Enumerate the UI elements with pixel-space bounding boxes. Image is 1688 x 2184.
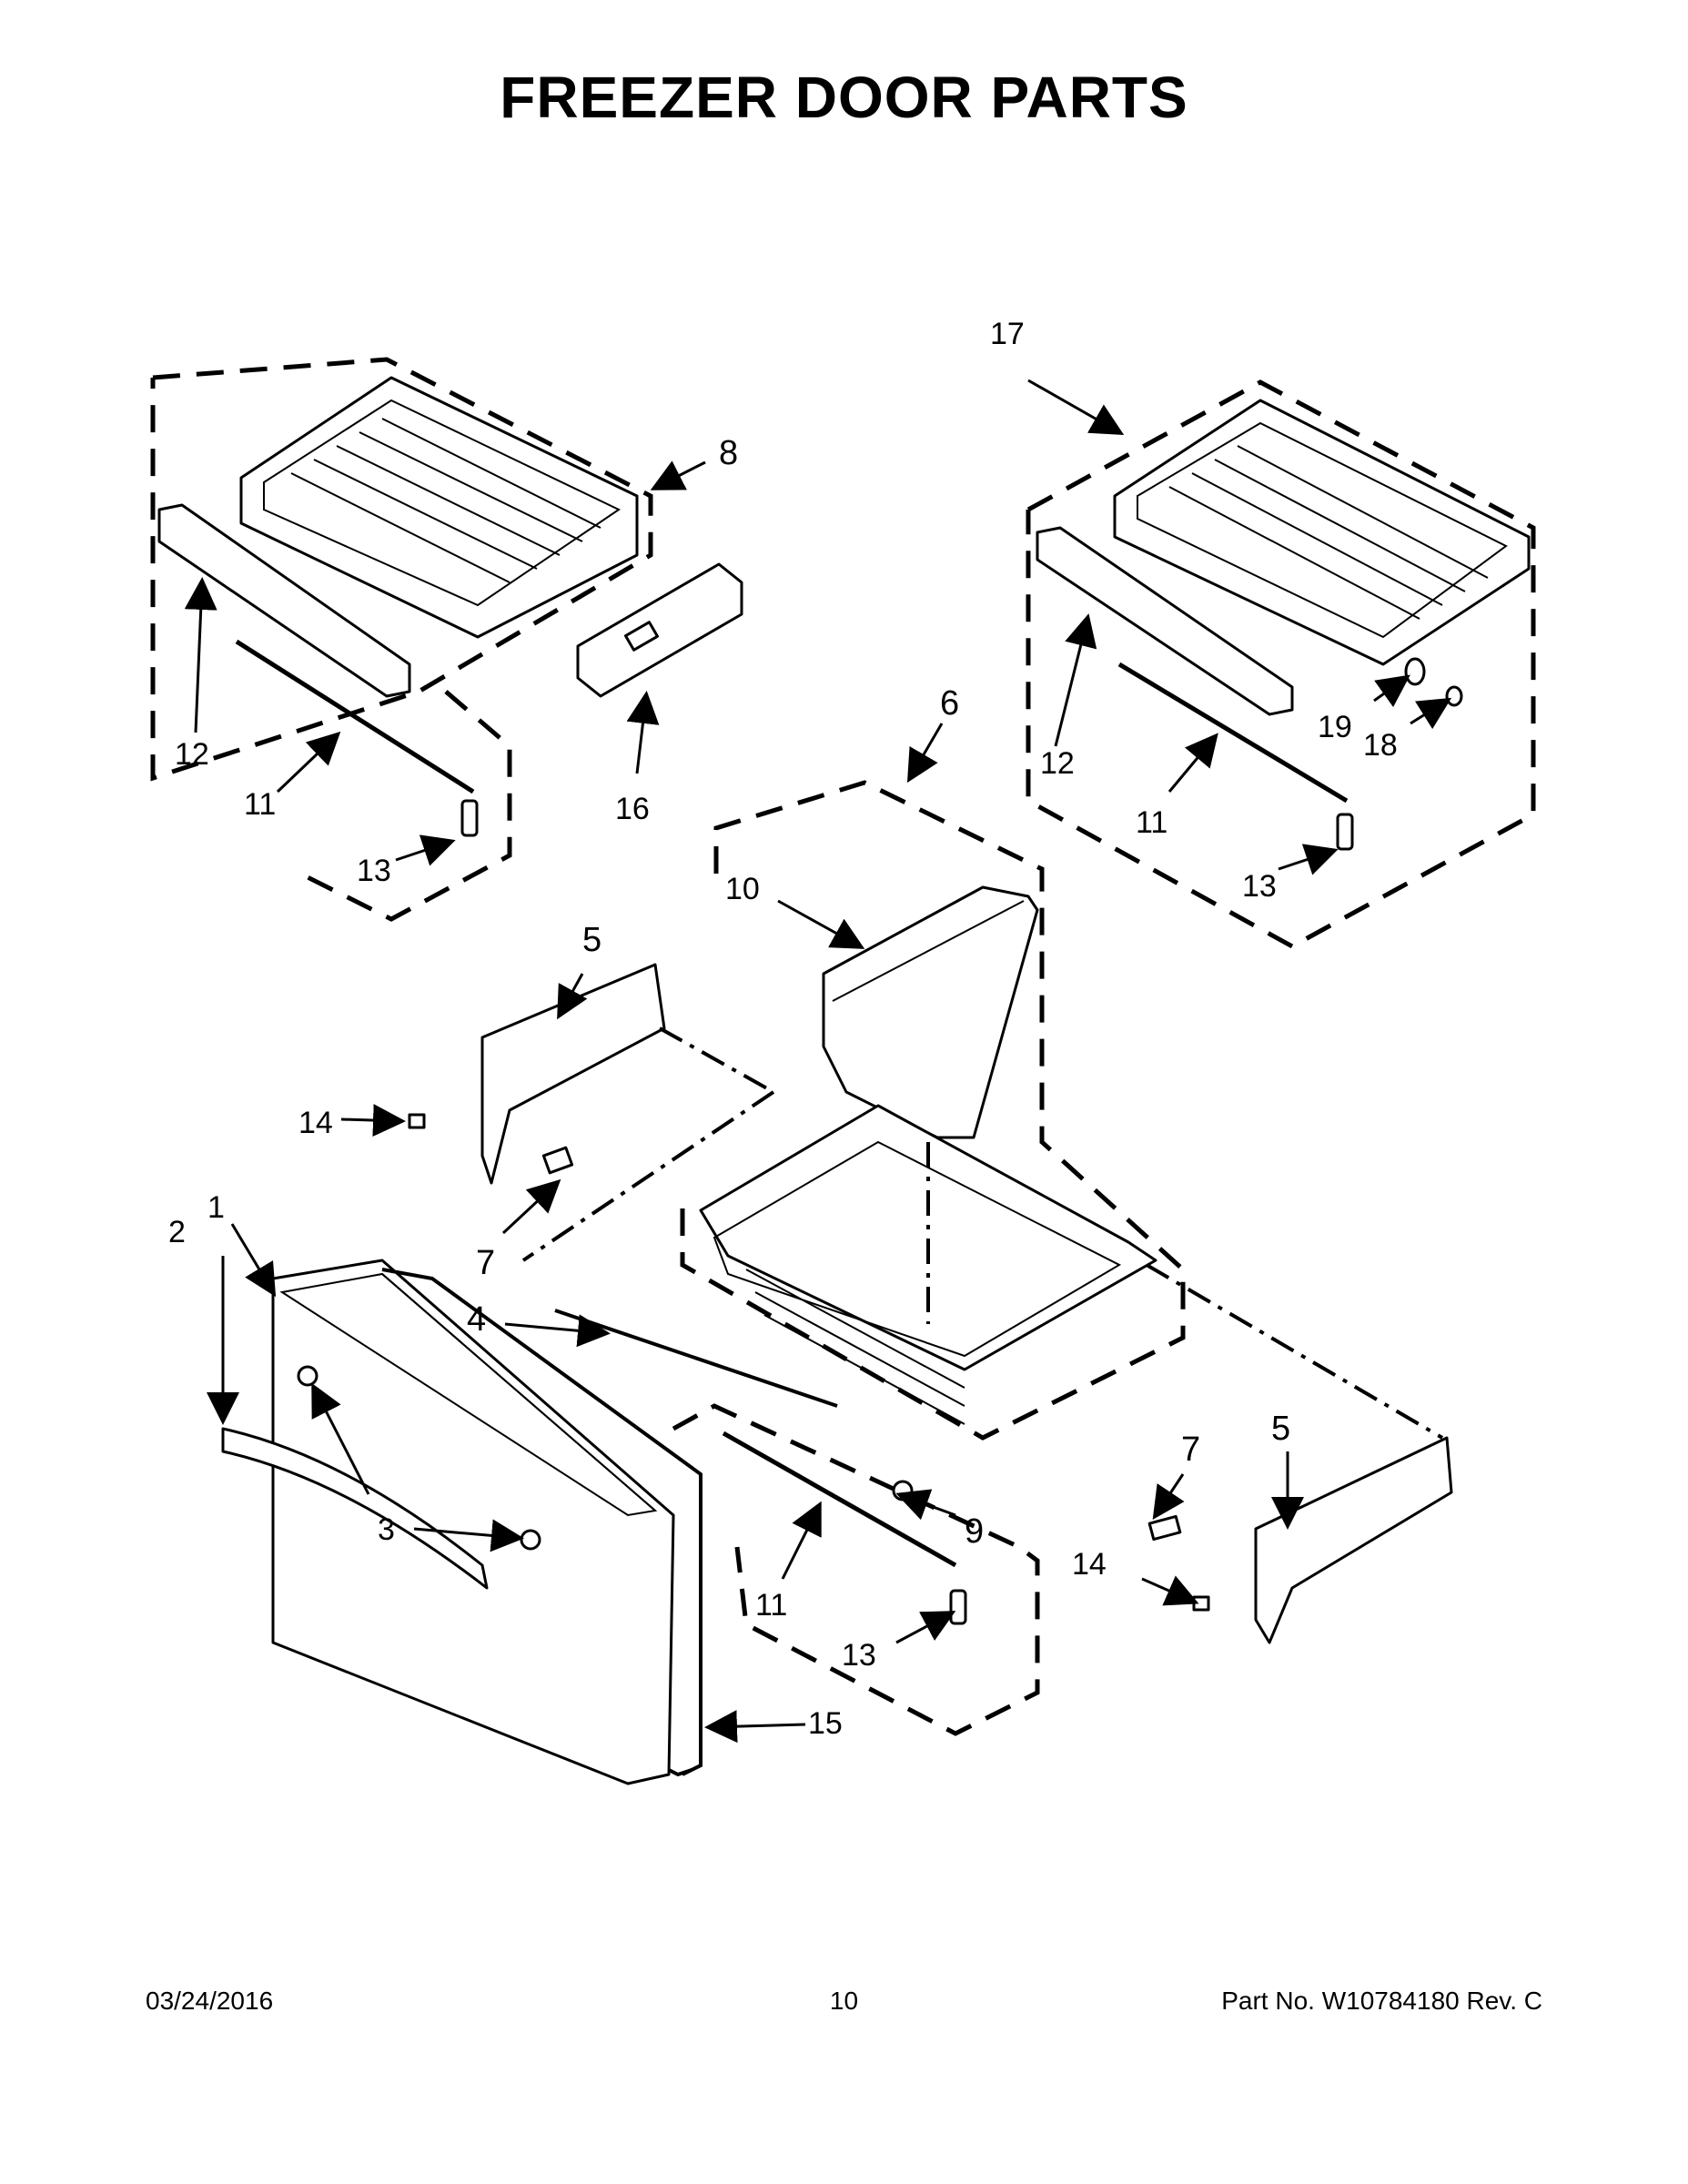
- callout-3: 3: [378, 1512, 395, 1547]
- control-module: [576, 562, 743, 698]
- right-slide-assembly: [1147, 1436, 1453, 1644]
- callout-8: 8: [719, 434, 738, 472]
- callout-4: 4: [467, 1300, 486, 1339]
- page-title: FREEZER DOOR PARTS: [500, 65, 1188, 130]
- upper-left-drawer-trim: [157, 503, 411, 698]
- upper-right-screw: [1336, 813, 1354, 851]
- callout-9: 9: [965, 1512, 984, 1551]
- callout-1: 1: [207, 1190, 225, 1225]
- upper-left-glide-rail: [235, 639, 475, 794]
- left-slide-assembly: [408, 963, 1444, 1440]
- callout-10: 10: [725, 872, 760, 906]
- callout-11: 11: [1136, 805, 1167, 840]
- upper-left-drawer-group: [150, 357, 743, 922]
- callout-13: 13: [842, 1638, 876, 1673]
- footer-part-number: Part No. W10784180 Rev. C: [1221, 1987, 1542, 2015]
- footer-page-number: 10: [829, 1987, 859, 2015]
- upper-left-screw: [460, 799, 479, 837]
- center-basket-group: [680, 780, 1186, 1441]
- callout-6: 6: [940, 684, 959, 723]
- callout-17: 17: [990, 317, 1025, 351]
- upper-right-drawer-group: [1026, 379, 1536, 949]
- callout-16: 16: [615, 792, 650, 826]
- divider-bin: [822, 885, 1039, 1139]
- door-gasket: [381, 1268, 702, 1777]
- callout-11: 11: [755, 1588, 787, 1623]
- callout-12: 12: [1040, 746, 1075, 781]
- callout-7: 7: [1181, 1431, 1200, 1469]
- callout-5: 5: [582, 921, 601, 959]
- upper-right-basket: [1113, 399, 1531, 666]
- callout-14: 14: [298, 1106, 333, 1140]
- door-assembly: [221, 1259, 838, 1785]
- callout-18: 18: [1363, 728, 1398, 763]
- callout-7: 7: [476, 1244, 495, 1282]
- callout-5: 5: [1271, 1410, 1290, 1448]
- upper-right-glide-rail: [1117, 662, 1349, 804]
- footer-date: 03/24/2016: [146, 1987, 274, 2015]
- callout-12: 12: [175, 737, 209, 772]
- lower-rail-group: [672, 1403, 1040, 1736]
- callout-19: 19: [1318, 710, 1352, 744]
- callout-14: 14: [1072, 1547, 1107, 1582]
- freezer-basket: [699, 1104, 1157, 1425]
- upper-right-drawer-trim: [1036, 526, 1294, 716]
- callout-13: 13: [357, 854, 391, 888]
- leader-arrows: [184, 379, 1452, 1744]
- roller-parts: [1404, 657, 1463, 707]
- callout-2: 2: [168, 1215, 186, 1249]
- callout-15: 15: [808, 1706, 843, 1741]
- door-handle: [221, 1427, 489, 1590]
- door-gasket-strip: [554, 1309, 838, 1408]
- callout-11: 11: [244, 787, 276, 822]
- callout-13: 13: [1242, 869, 1277, 904]
- upper-left-basket: [239, 376, 639, 639]
- callout-labels: 8 12 11 13 16 17 12 11 13 19 18 6 10 5 1…: [168, 317, 1398, 1741]
